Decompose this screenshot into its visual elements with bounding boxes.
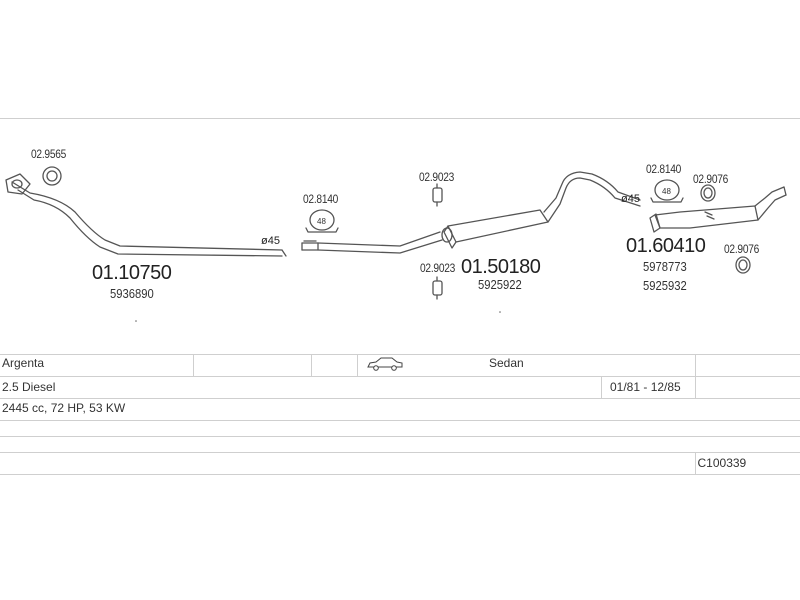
vehicle-table: Argenta Sedan 2.5 Diesel 2445 cc, 72 HP,… <box>0 354 800 475</box>
frame-top-line <box>0 118 800 119</box>
gasket-ring-icon <box>42 166 62 186</box>
accessory-label: 02.9565 <box>31 147 67 161</box>
vehicle-years: 01/81 - 12/85 <box>610 380 681 394</box>
accessory-label: 02.8140 <box>646 162 682 176</box>
vehicle-spec: 2445 cc, 72 HP, 53 KW <box>0 398 800 421</box>
part-number: 01.10750 <box>92 262 172 284</box>
table-row <box>0 420 800 437</box>
vehicle-engine: 2.5 Diesel <box>0 376 695 399</box>
table-row: 2445 cc, 72 HP, 53 KW <box>0 398 800 421</box>
oe-number: 5925932 <box>643 279 687 293</box>
part-number: 01.50180 <box>461 256 541 278</box>
table-row <box>0 436 800 453</box>
ring-bottom-icon <box>735 256 751 274</box>
car-sedan-icon <box>366 357 402 371</box>
accessory-label: 02.9023 <box>419 170 455 184</box>
diameter-label: ø45 <box>621 193 640 205</box>
accessory-label: 02.9076 <box>724 242 760 256</box>
ring-top-icon <box>700 184 716 202</box>
front-pipe-drawing <box>5 173 287 257</box>
clamp-right-badge: 48 <box>662 187 671 196</box>
vehicle-model: Argenta <box>0 354 193 377</box>
hanger-top-icon <box>432 183 443 207</box>
exhaust-diagram: 48 48 <box>5 166 787 322</box>
oe-number: 5978773 <box>643 260 687 274</box>
clamp-left-badge: 48 <box>317 217 326 226</box>
oe-number: 5936890 <box>110 287 154 301</box>
rear-silencer-drawing <box>649 186 787 233</box>
clamp-right-icon <box>650 179 684 203</box>
middle-pipe-drawing <box>301 231 443 254</box>
accessory-label: 02.9076 <box>693 172 729 186</box>
middle-silencer-drawing <box>441 171 641 249</box>
hanger-bottom-icon <box>432 276 443 300</box>
clamp-left-icon <box>305 209 339 233</box>
table-row: Argenta Sedan <box>0 354 800 377</box>
oe-number: 5925922 <box>478 278 522 292</box>
vehicle-body: Sedan <box>487 354 695 377</box>
accessory-label: 02.9023 <box>420 261 456 275</box>
diameter-label: ø45 <box>261 235 280 247</box>
accessory-label: 02.8140 <box>303 192 339 206</box>
catalog-code: C100339 <box>694 452 800 475</box>
table-row: C100339 <box>0 452 800 475</box>
part-number: 01.60410 <box>626 235 706 257</box>
